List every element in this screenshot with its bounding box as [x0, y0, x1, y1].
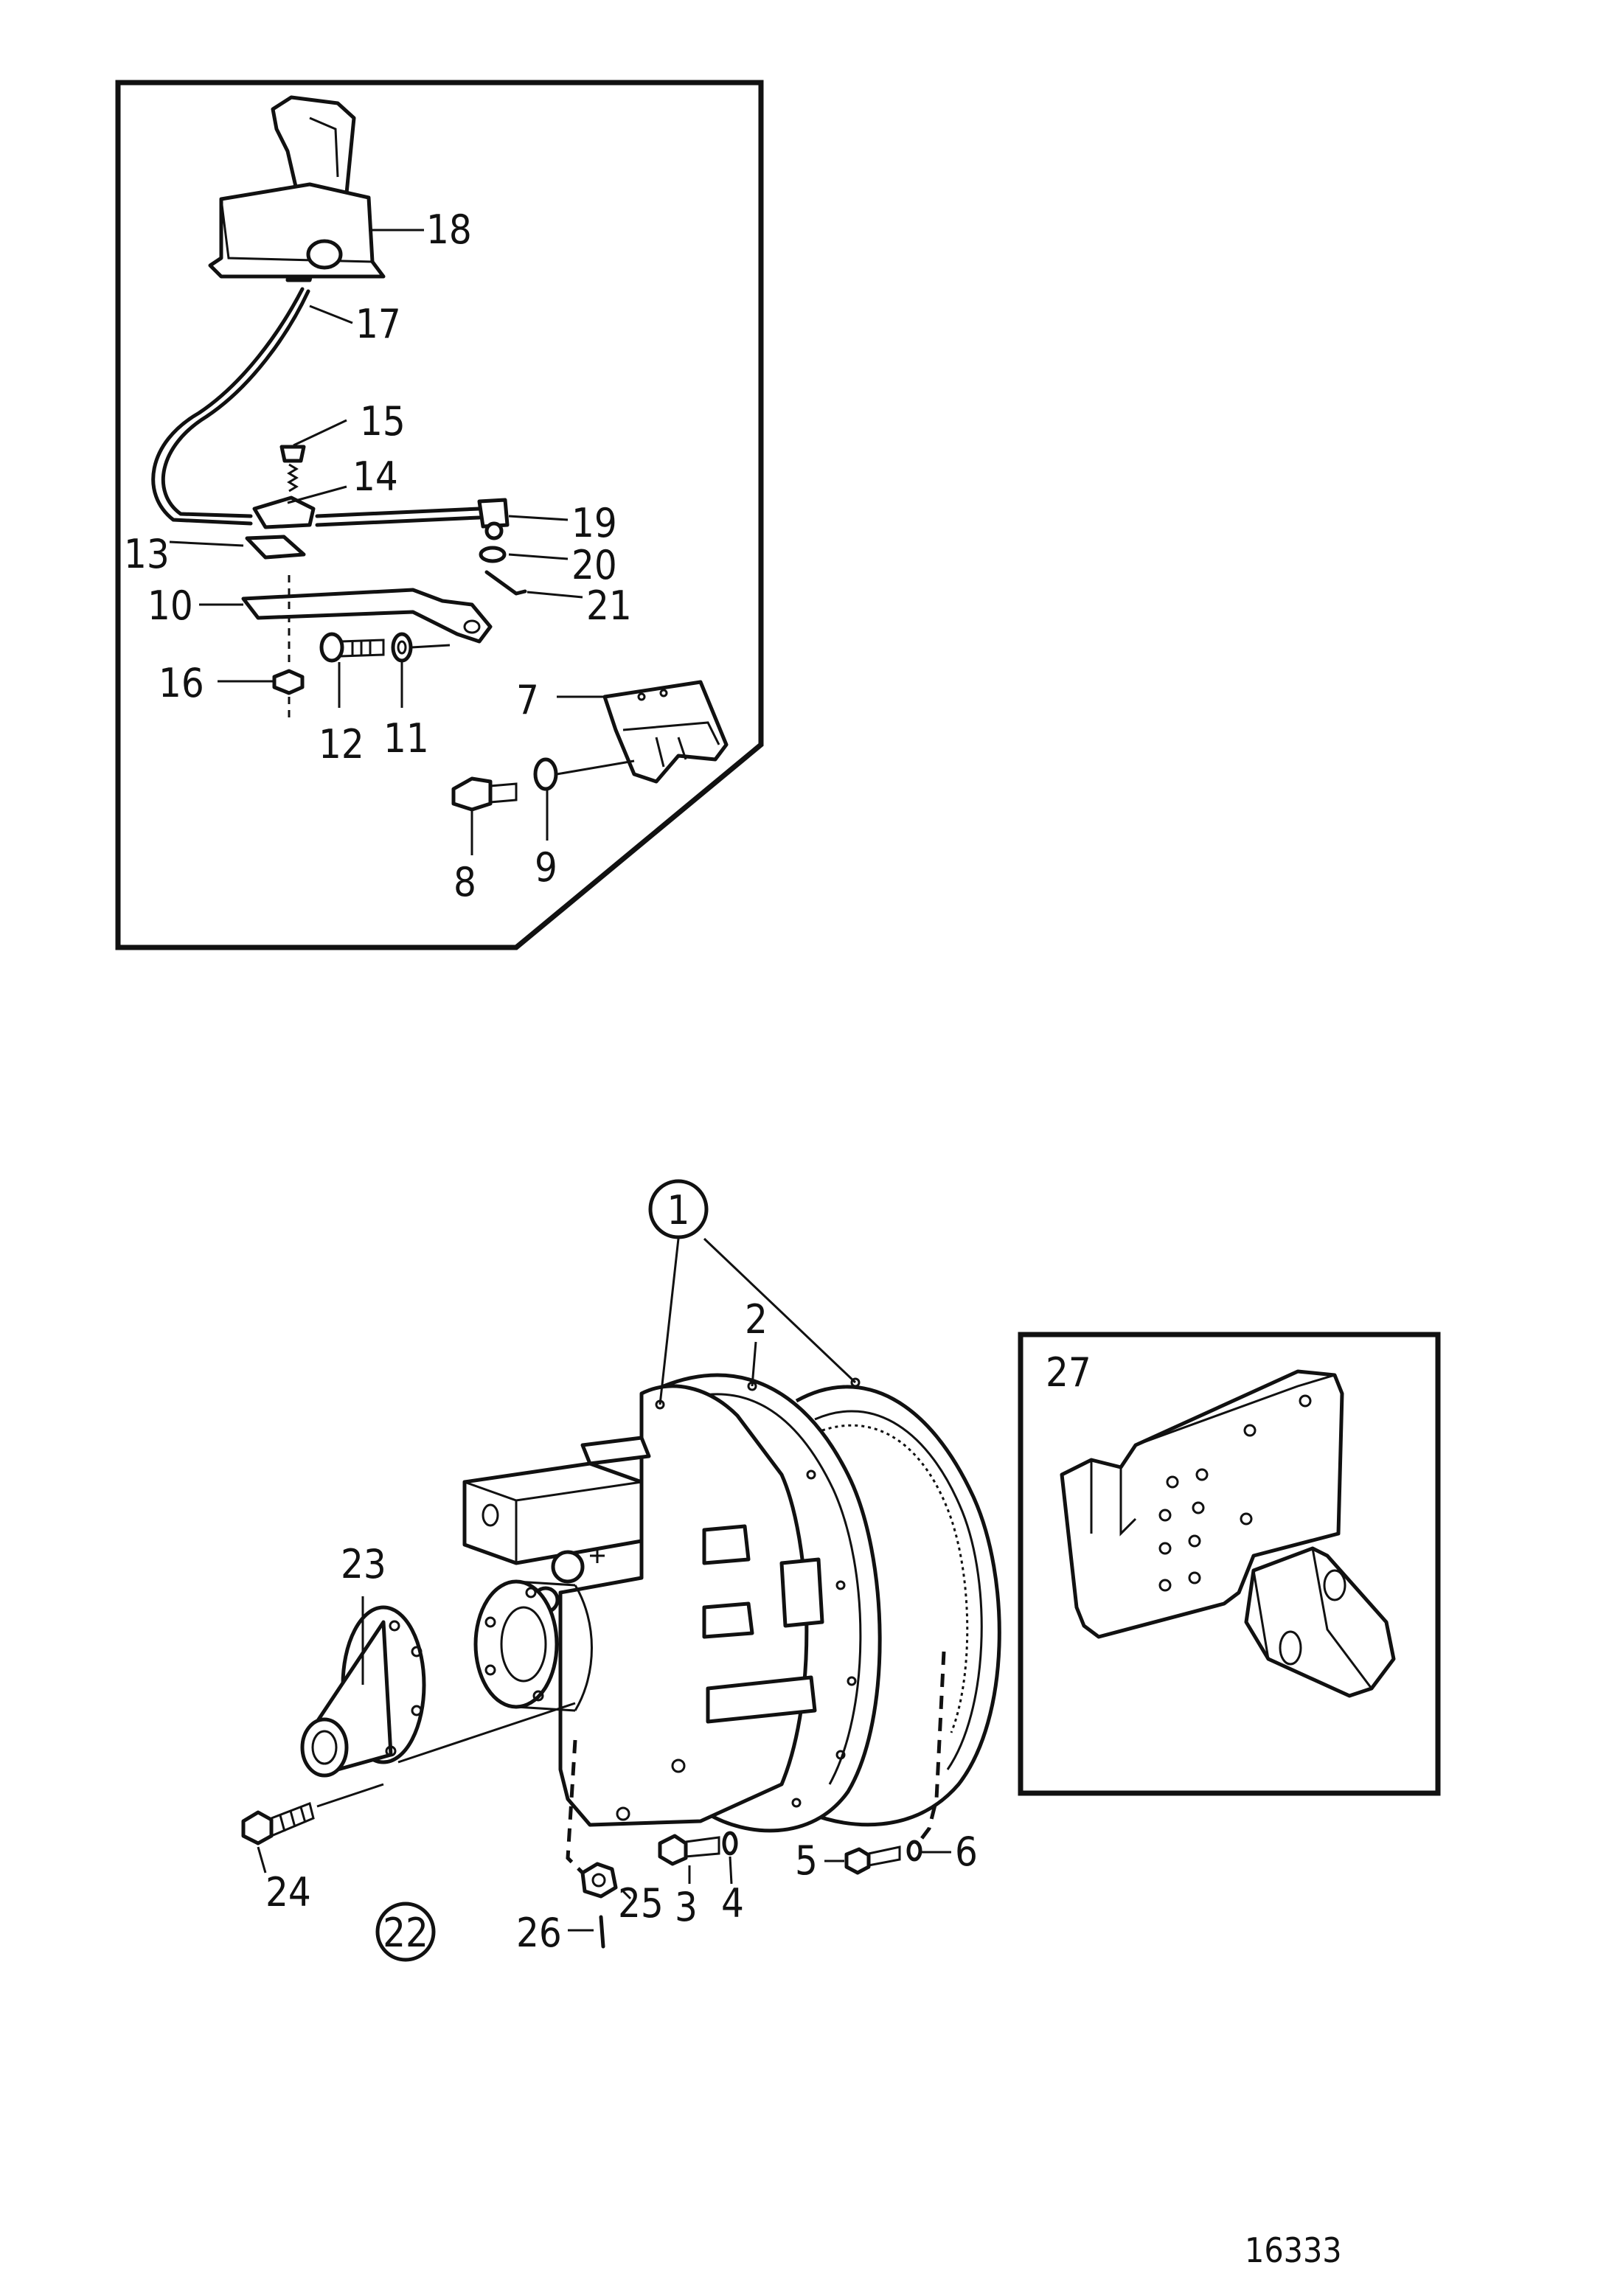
callout-8: 8	[453, 859, 476, 905]
control-lever-assembly	[151, 95, 729, 812]
callout-17: 17	[355, 301, 401, 347]
callout-21: 21	[586, 582, 632, 629]
reverse-gear-housing	[462, 1373, 1001, 1949]
callout-11: 11	[383, 715, 429, 762]
callout-9: 9	[535, 844, 557, 891]
callout-4: 4	[721, 1880, 744, 1927]
callout-13: 13	[124, 531, 170, 577]
callout-5: 5	[795, 1837, 818, 1884]
bolt-24	[241, 1783, 384, 1846]
callout-10: 10	[147, 582, 193, 629]
callout-2: 2	[745, 1296, 768, 1343]
callout-1: 1	[667, 1187, 690, 1234]
callout-14: 14	[352, 453, 398, 500]
callout-27: 27	[1046, 1349, 1091, 1396]
callout-7: 7	[516, 677, 539, 723]
callout-6: 6	[955, 1829, 978, 1875]
callout-18: 18	[426, 206, 472, 253]
callout-23: 23	[341, 1541, 386, 1587]
callout-25: 25	[618, 1880, 664, 1927]
mounting-bracket-set	[1060, 1369, 1396, 1698]
callout-20: 20	[571, 542, 617, 588]
callout-12: 12	[319, 721, 364, 768]
control-inset-frame	[115, 80, 764, 950]
callout-1-circle	[648, 1179, 709, 1239]
callout-15: 15	[360, 398, 406, 445]
leader-lines-top	[169, 229, 605, 855]
callout-19: 19	[571, 500, 617, 546]
callout-24: 24	[265, 1869, 311, 1916]
callout-3: 3	[675, 1884, 698, 1930]
callout-22: 22	[383, 1910, 428, 1956]
callout-22-circle	[375, 1902, 436, 1962]
figure-number: 16333	[1245, 2230, 1342, 2270]
leader-lines-bottom	[257, 1237, 951, 1932]
bracket-inset-frame	[1018, 1332, 1441, 1796]
callout-16: 16	[159, 660, 204, 706]
callout-26: 26	[516, 1910, 562, 1956]
